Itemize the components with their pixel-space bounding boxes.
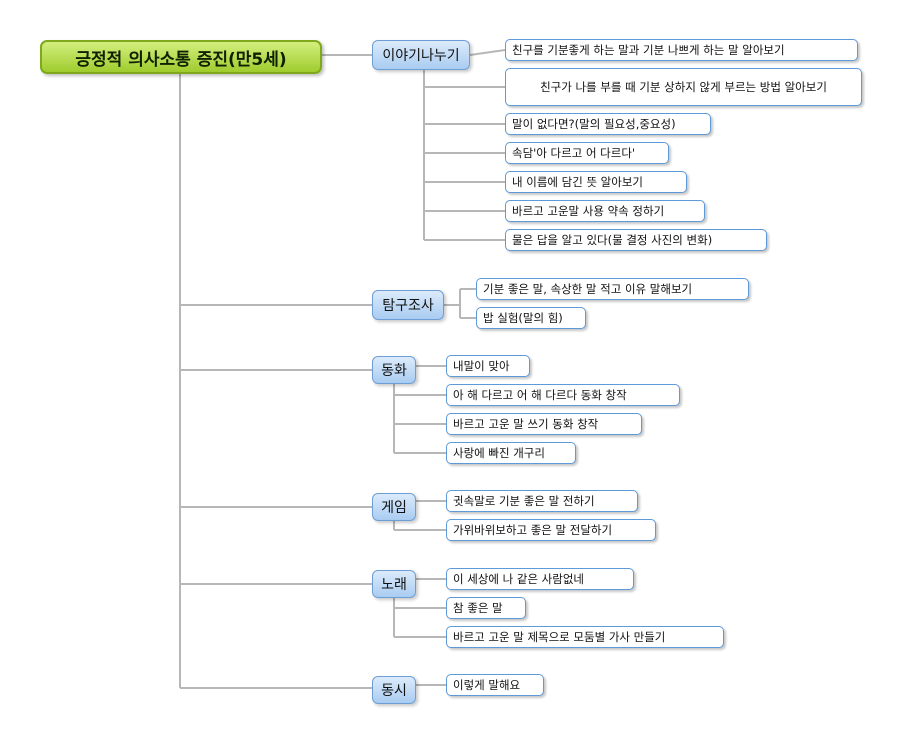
branch-topic-story-sharing[interactable]: 이야기나누기 — [372, 40, 470, 70]
subtopic-item[interactable]: 이렇게 말해요 — [446, 674, 544, 696]
subtopic-item[interactable]: 이 세상에 나 같은 사람없네 — [446, 568, 634, 590]
subtopic-item[interactable]: 기분 좋은 말, 속상한 말 적고 이유 말해보기 — [476, 278, 749, 300]
subtopic-item[interactable]: 사랑에 빠진 개구리 — [446, 442, 576, 464]
subtopic-item[interactable]: 속담'아 다르고 어 다르다' — [505, 142, 669, 164]
branch-topic-song[interactable]: 노래 — [372, 570, 416, 598]
branch-topic-fairy-tale[interactable]: 동화 — [372, 356, 416, 384]
branch-topic-game[interactable]: 게임 — [372, 493, 416, 521]
subtopic-item[interactable]: 가위바위보하고 좋은 말 전달하기 — [446, 519, 656, 541]
branch-topic-inquiry[interactable]: 탐구조사 — [372, 290, 444, 320]
subtopic-item[interactable]: 아 해 다르고 어 해 다르다 동화 창작 — [446, 384, 680, 406]
branch-topic-poem[interactable]: 동시 — [372, 676, 416, 704]
subtopic-item[interactable]: 귓속말로 기분 좋은 말 전하기 — [446, 490, 638, 512]
subtopic-item[interactable]: 참 좋은 말 — [446, 597, 526, 619]
subtopic-item[interactable]: 밥 실험(말의 힘) — [476, 307, 586, 329]
subtopic-item[interactable]: 내 이름에 담긴 뜻 알아보기 — [505, 171, 687, 193]
subtopic-item[interactable]: 바르고 고운말 사용 약속 정하기 — [505, 200, 705, 222]
subtopic-item[interactable]: 친구가 나를 부를 때 기분 상하지 않게 부르는 방법 알아보기 — [505, 68, 862, 106]
subtopic-item[interactable]: 친구를 기분좋게 하는 말과 기분 나쁘게 하는 말 알아보기 — [505, 39, 858, 61]
subtopic-item[interactable]: 물은 답을 알고 있다(물 결정 사진의 변화) — [505, 229, 767, 251]
root-topic[interactable]: 긍정적 의사소통 증진(만5세) — [40, 40, 322, 74]
subtopic-item[interactable]: 말이 없다면?(말의 필요성,중요성) — [505, 113, 711, 135]
subtopic-item[interactable]: 바르고 고운 말 제목으로 모둠별 가사 만들기 — [446, 626, 724, 648]
subtopic-item[interactable]: 내말이 맞아 — [446, 355, 530, 377]
subtopic-item[interactable]: 바르고 고운 말 쓰기 동화 창작 — [446, 413, 642, 435]
connector-line — [469, 49, 506, 56]
